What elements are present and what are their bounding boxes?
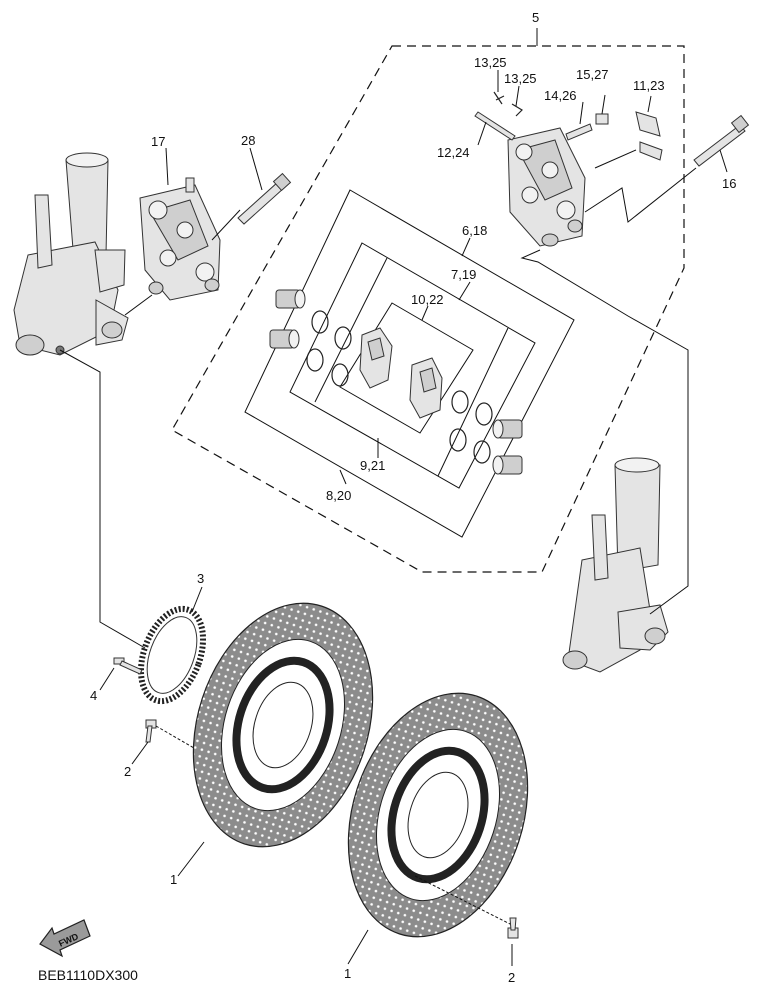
callout-12-24: 12,24: [437, 145, 470, 160]
pad-spring-11-23: [635, 111, 663, 161]
brake-disc-left: [192, 602, 374, 848]
pad-outline: [339, 302, 474, 434]
callout-13-25a: 13,25: [474, 55, 507, 70]
callout-8-20: 8,20: [326, 488, 351, 503]
left-fork-leg: [13, 152, 129, 356]
disc-bolt-2-left: [145, 719, 157, 743]
caliper-bolt-16: [693, 114, 750, 167]
left-brake-caliper: [139, 177, 221, 301]
callout-13-25b: 13,25: [504, 71, 537, 86]
caliper-bolt-28: [237, 172, 292, 225]
pistons-right-group: [492, 419, 523, 475]
caliper-pin-12-24: [474, 111, 516, 141]
callout-11-23: 11,23: [633, 78, 665, 93]
right-brake-caliper: [507, 127, 586, 247]
callout-10-22: 10,22: [411, 292, 444, 307]
rotor-bolt-4: [113, 657, 143, 675]
callout-15-27: 15,27: [576, 67, 609, 82]
callout-6-18: 6,18: [462, 223, 487, 238]
callout-1a: 1: [170, 872, 177, 887]
fwd-arrow-icon: [39, 919, 91, 958]
clip-13-25b: [511, 103, 523, 117]
pistons-left-group: [269, 289, 306, 349]
right-fork-leg: [562, 457, 669, 673]
callout-2b: 2: [508, 970, 515, 985]
piston-seals-left: [306, 310, 352, 387]
brake-pads: [359, 327, 443, 419]
bleed-screw-14-26: [565, 123, 593, 141]
cap-15-27: [595, 113, 609, 125]
seal-kit-outline-middle: [289, 242, 536, 489]
callout-17: 17: [151, 134, 165, 149]
callout-16: 16: [722, 176, 736, 191]
abs-sensor-rotor: [137, 605, 207, 705]
caliper-kit-boundary: [171, 45, 685, 573]
callout-5: 5: [532, 10, 539, 25]
callout-2a: 2: [124, 764, 131, 779]
callout-4: 4: [90, 688, 97, 703]
callout-9-21: 9,21: [360, 458, 385, 473]
callout-14-26: 14,26: [544, 88, 577, 103]
disc-bolt-2-right: [507, 917, 519, 939]
diagram-code: BEB1110DX300: [38, 967, 138, 983]
brake-disc-right: [347, 692, 529, 938]
piston-seals-right: [449, 390, 493, 464]
callout-3: 3: [197, 571, 204, 586]
callout-1b: 1: [344, 966, 351, 981]
callout-7-19: 7,19: [451, 267, 476, 282]
clip-13-25a: [493, 91, 505, 105]
callout-28: 28: [241, 133, 255, 148]
